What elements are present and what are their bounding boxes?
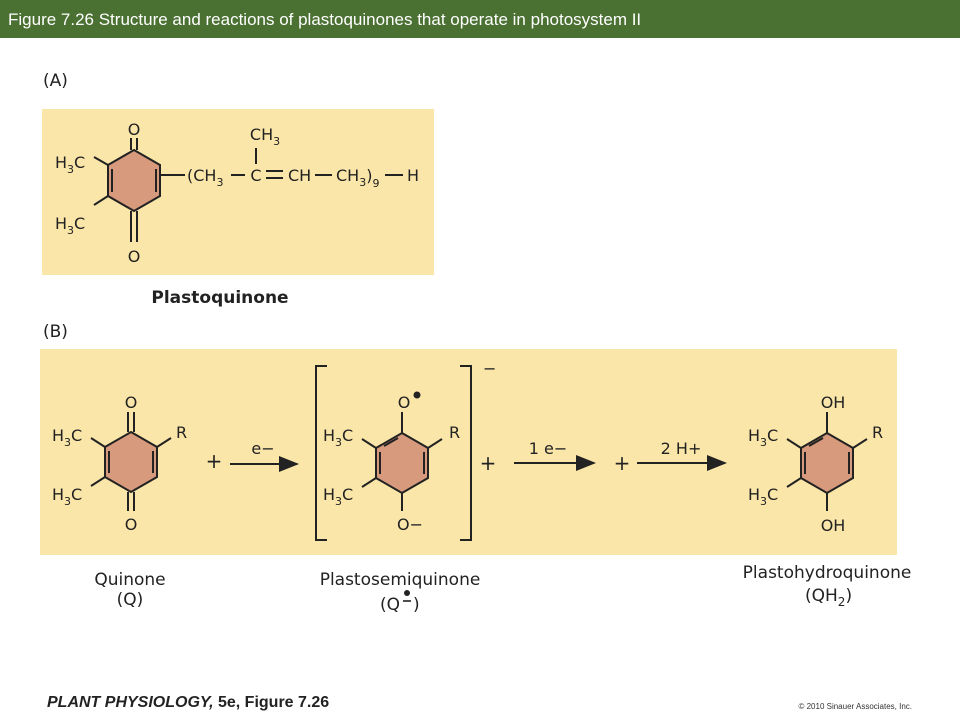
hydroquinone-structure: OH OH R H3C H3C — [748, 393, 883, 535]
quinone-structure: O O R H3C H3C — [52, 393, 187, 534]
title-bar: Figure 7.26 Structure and reactions of p… — [0, 0, 960, 38]
hq-atom-r: R — [872, 423, 883, 442]
q-atom-o-bottom: O — [125, 515, 138, 534]
footer-edition: 5e, Figure 7.26 — [213, 694, 330, 711]
ring-hq — [800, 431, 854, 495]
plastoquinone-caption: Plastoquinone — [151, 288, 289, 308]
semiquinone-abbr: (Q ) — [380, 590, 420, 615]
chain-h: H — [407, 166, 419, 185]
hq-atom-oh-bottom: OH — [821, 516, 846, 535]
svg-text:(QH2): (QH2) — [805, 586, 852, 609]
hq-methyl-1: H3C — [748, 426, 778, 449]
sq-atom-o-top: O — [398, 393, 411, 412]
chain-ch2: (CH3 — [187, 166, 223, 189]
ring-q — [104, 430, 158, 494]
panel-b-label: (B) — [43, 322, 68, 342]
sq-methyl-1: H3C — [323, 426, 353, 449]
reagent-e: e− — [251, 439, 274, 458]
q-methyl-2: H3C — [52, 485, 82, 508]
footer-citation: PLANT PHYSIOLOGY, 5e, Figure 7.26 — [47, 694, 329, 712]
atom-o-bottom: O — [128, 247, 141, 266]
bracket-charge: − — [483, 359, 496, 378]
plus-2: + — [480, 451, 497, 475]
chain-ch2-repeat: CH3)9 — [336, 166, 379, 190]
semiquinone-bracket: − — [315, 359, 496, 541]
reagent-2h: 2 H+ — [661, 439, 702, 458]
chain-ch3: CH3 — [250, 125, 280, 148]
svg-text:): ) — [413, 595, 420, 615]
figure-title: Figure 7.26 Structure and reactions of p… — [8, 10, 642, 29]
panel-a-label: (A) — [43, 71, 68, 91]
q-atom-r: R — [176, 423, 187, 442]
plus-3: + — [614, 451, 631, 475]
sq-atom-r: R — [449, 423, 460, 442]
sq-atom-o-minus: O− — [397, 515, 423, 534]
ring-a — [107, 148, 161, 213]
atom-o-top: O — [128, 120, 141, 139]
quinone-name: Quinone — [94, 570, 166, 590]
quinone-caption: Quinone (Q) — [70, 570, 190, 610]
footer-book: PLANT PHYSIOLOGY, — [47, 694, 214, 711]
quinone-abbr: (Q) — [116, 590, 144, 610]
ring-semiq — [375, 431, 429, 495]
sq-abbr-dot — [404, 590, 410, 596]
footer-copyright: © 2010 Sinauer Associates, Inc. — [798, 702, 912, 711]
hydroquinone-name: Plastohydroquinone — [742, 563, 912, 583]
sq-abbr-text: (Q — [380, 595, 400, 615]
hq-atom-oh-top: OH — [821, 393, 846, 412]
hydroquinone-caption: Plastohydroquinone — [722, 563, 932, 583]
hydroquinone-abbr: (QH2) — [805, 586, 852, 609]
methyl-label-a1: H3C — [55, 153, 85, 176]
reagent-1e: 1 e− — [529, 439, 568, 458]
chain-ch: CH — [288, 166, 311, 185]
semiquinone-name: Plastosemiquinone — [319, 570, 481, 590]
plus-1: + — [206, 449, 223, 473]
semiquinone-caption: Plastosemiquinone — [300, 570, 500, 590]
sq-methyl-2: H3C — [323, 485, 353, 508]
q-atom-o-top: O — [125, 393, 138, 412]
q-methyl-1: H3C — [52, 426, 82, 449]
plastoquinone-structure: O O H3C H3C (CH3 C CH3 CH CH3)9 H — [55, 120, 419, 266]
radical-dot — [413, 391, 421, 399]
methyl-label-a2: H3C — [55, 214, 85, 237]
panel-b — [40, 349, 897, 555]
hq-methyl-2: H3C — [748, 485, 778, 508]
chain-c: C — [250, 166, 261, 185]
semiquinone-structure: O O− R H3C H3C — [323, 391, 460, 534]
